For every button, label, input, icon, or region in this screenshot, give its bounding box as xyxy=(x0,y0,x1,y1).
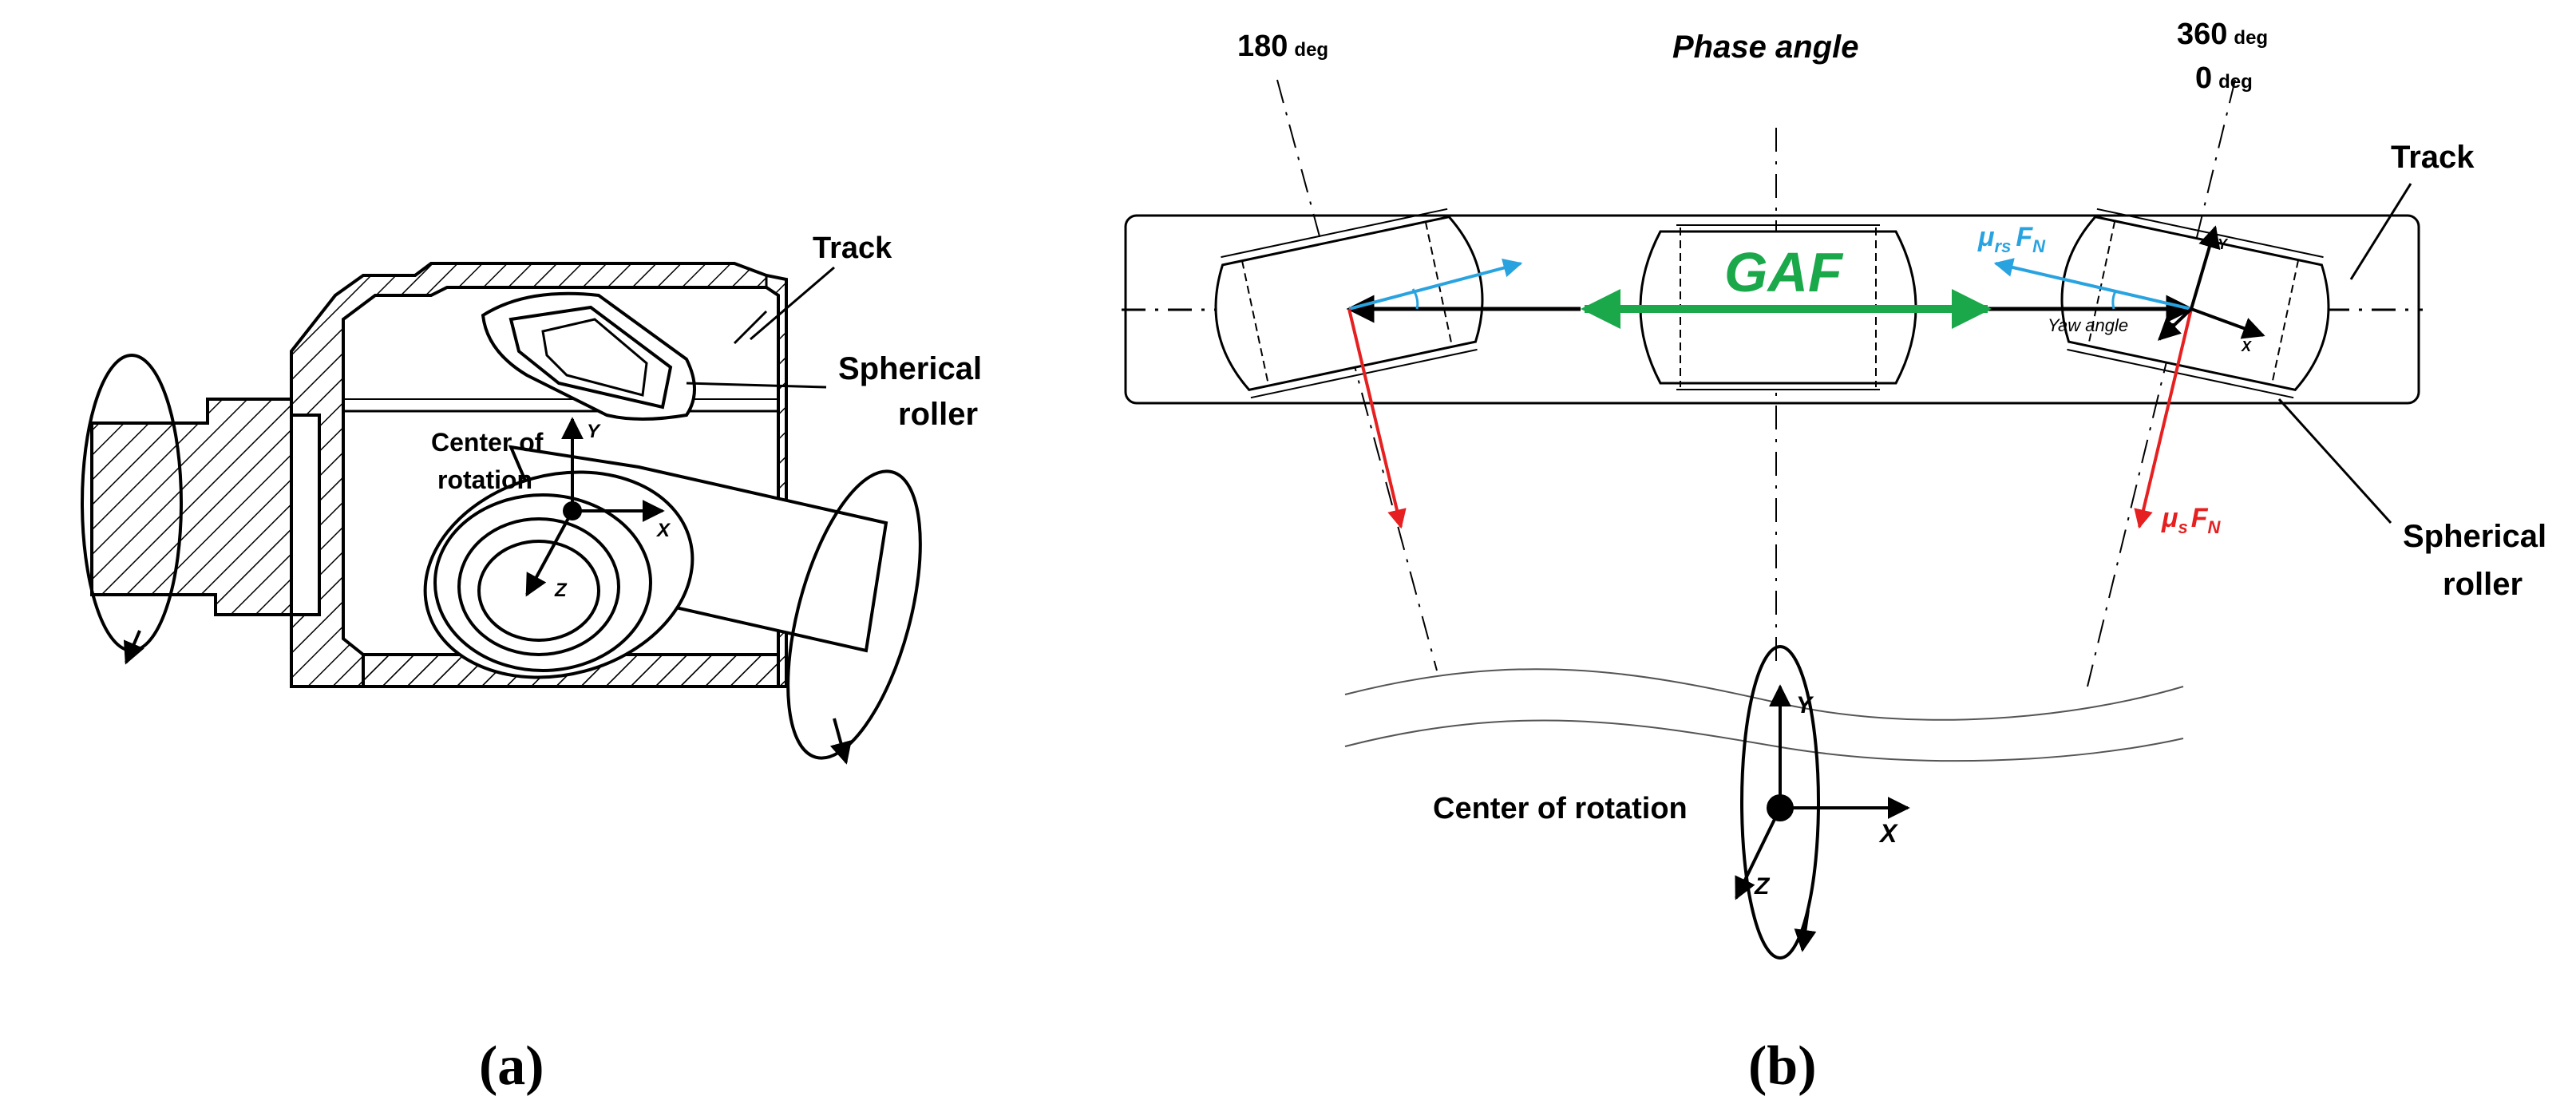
yaw-frame-x xyxy=(2190,307,2265,339)
left-rotation-arrow xyxy=(123,630,144,665)
right-rotation-arrow xyxy=(829,718,852,765)
blue-arrow-left xyxy=(1348,258,1523,311)
frame-b-z xyxy=(1735,807,1782,900)
center-label-a-line1: Center of xyxy=(431,428,544,457)
axis-x-b: X xyxy=(1878,819,1898,848)
center-label-a-line2: rotation xyxy=(437,465,532,494)
axis-y-b: Y xyxy=(1796,692,1814,718)
right-rotation-ellipse xyxy=(786,469,922,760)
yaw-frame-y-label: Y xyxy=(2218,236,2229,252)
yaw-arc-left xyxy=(1411,288,1419,310)
yaw-frame-x-label: X xyxy=(2241,338,2252,354)
axis-z-b: Z xyxy=(1754,873,1771,900)
roller-label-a-line1: Spherical xyxy=(838,351,982,386)
spherical-roller-a xyxy=(481,291,696,421)
phase-line-0 xyxy=(2087,79,2236,687)
axis-y-a: Y xyxy=(587,421,601,442)
gaf-label: GAF xyxy=(1724,241,1844,303)
roller-label-b-line1: Spherical xyxy=(2403,519,2546,554)
center-label-b: Center of rotation xyxy=(1433,792,1688,825)
track-label-a: Track xyxy=(813,232,892,265)
center-rotation-arrow xyxy=(1794,909,1817,952)
red-arrow-left xyxy=(1347,308,1407,529)
roller-leader-b xyxy=(2277,398,2392,524)
track-leader-b xyxy=(2349,183,2412,280)
yaw-frame-z xyxy=(2157,307,2193,341)
yaw-angle-label: Yaw angle xyxy=(2048,315,2128,335)
frame-a xyxy=(525,417,665,597)
center-rotation-ellipse xyxy=(1740,645,1820,960)
axis-z-a: Z xyxy=(554,580,568,601)
caption-b: (b) xyxy=(1748,1035,1817,1097)
blue-arrow-right xyxy=(1993,258,2192,311)
yaw-frame-y xyxy=(2190,225,2221,310)
left-shaft xyxy=(90,398,293,616)
roller-label-a-line2: roller xyxy=(898,397,978,432)
roller-180 xyxy=(1214,208,1484,399)
yaw-arc-right xyxy=(2111,291,2117,310)
track-label-b: Track xyxy=(2391,140,2475,175)
ring-arc-upper xyxy=(1344,668,2184,721)
phase-angle-title: Phase angle xyxy=(1672,30,1858,65)
roller-label-b-line2: roller xyxy=(2443,567,2523,602)
ring-arc-lower xyxy=(1344,719,2184,762)
track-leader-a xyxy=(750,266,835,341)
axis-x-a: X xyxy=(655,520,671,541)
roller-0 xyxy=(2060,208,2330,399)
center-point-a xyxy=(563,501,582,520)
caption-a: (a) xyxy=(479,1035,544,1097)
red-arrow-right xyxy=(2134,308,2193,529)
center-point-b xyxy=(1767,794,1794,821)
panel-a: Y X Z Center of rotation Track Spherical… xyxy=(81,232,982,1097)
phase-line-180 xyxy=(1276,79,1438,671)
yaw-frame-z-label: Z xyxy=(2164,321,2174,337)
